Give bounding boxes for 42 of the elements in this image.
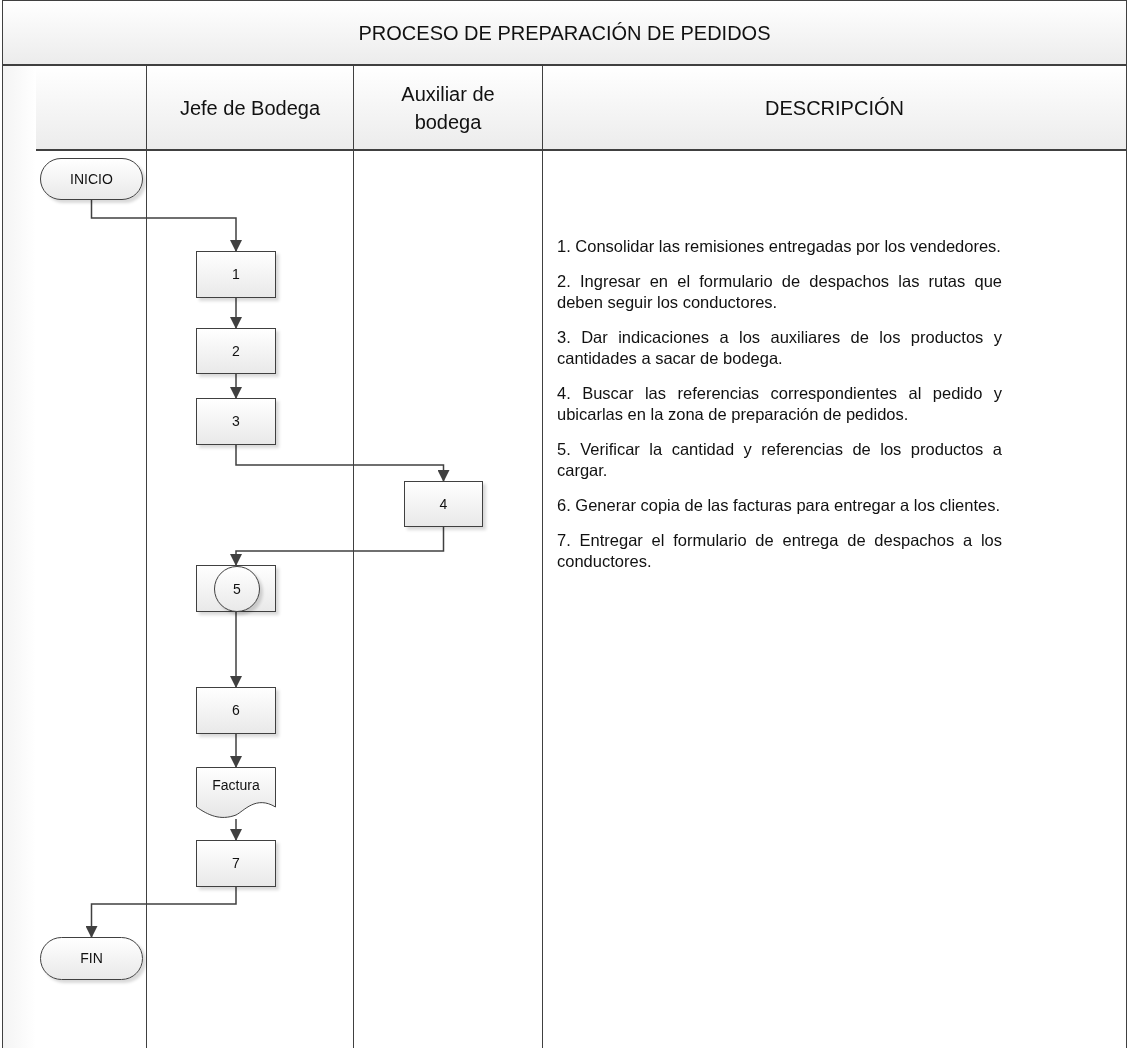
title: PROCESO DE PREPARACIÓN DE PEDIDOS — [358, 20, 771, 46]
description-text: 3. Dar indicaciones a los auxiliares de los productos y cantidades a sacar de bodega. — [557, 327, 1002, 369]
step-number: 6 — [232, 701, 240, 720]
description-text: 1. Consolidar las remisiones entregadas por los vendedores. — [557, 236, 1002, 257]
terminal-label: INICIO — [70, 169, 113, 189]
process-box — [196, 687, 276, 734]
step-number: 1 — [232, 265, 240, 284]
description-text: 6. Generar copia de las facturas para entregar a los clientes. — [557, 495, 1001, 516]
arrow — [235, 444, 450, 482]
arrow — [230, 733, 242, 768]
arrow — [230, 611, 242, 688]
step-number: 3 — [232, 412, 240, 431]
swimlane — [147, 66, 354, 1048]
arrow — [230, 373, 242, 399]
description-text: 7. Entregar el formulario de entrega de despachos a los conductores. — [557, 530, 1002, 572]
swimlane — [354, 66, 543, 1048]
step-number: 5 — [233, 579, 241, 599]
process-box — [196, 840, 276, 887]
process-box — [404, 481, 483, 527]
process-box — [196, 328, 276, 374]
process-box — [196, 565, 276, 612]
process-box — [196, 398, 276, 445]
arrow — [90, 199, 242, 252]
terminal-shape — [40, 158, 143, 200]
lane-title: DESCRIPCIÓN — [764, 95, 905, 121]
description-text: 2. Ingresar en el formulario de despachos las rutas que deben seguir los conductores. — [557, 271, 1002, 313]
document-label: Factura — [212, 776, 260, 795]
description-text: 5. Verificar la cantidad y referencias de los productos a cargar. — [557, 439, 1002, 481]
step-number: 7 — [232, 854, 240, 873]
arrow — [230, 818, 242, 841]
document-shape — [196, 767, 276, 819]
lane-title: Auxiliar de bodega — [400, 81, 496, 135]
arrow — [85, 886, 237, 938]
arrow — [230, 297, 242, 329]
terminal-shape — [40, 937, 143, 980]
terminal-label: FIN — [80, 949, 103, 968]
step-number: 2 — [232, 341, 240, 361]
step-number: 4 — [439, 494, 448, 514]
arrow — [230, 526, 445, 566]
process-box — [196, 251, 276, 298]
lane-title: Jefe de Bodega — [178, 95, 322, 121]
description-text: 4. Buscar las referencias correspondientes al pedido y ubicarlas en la zona de preparación de pedidos. — [557, 383, 1002, 425]
